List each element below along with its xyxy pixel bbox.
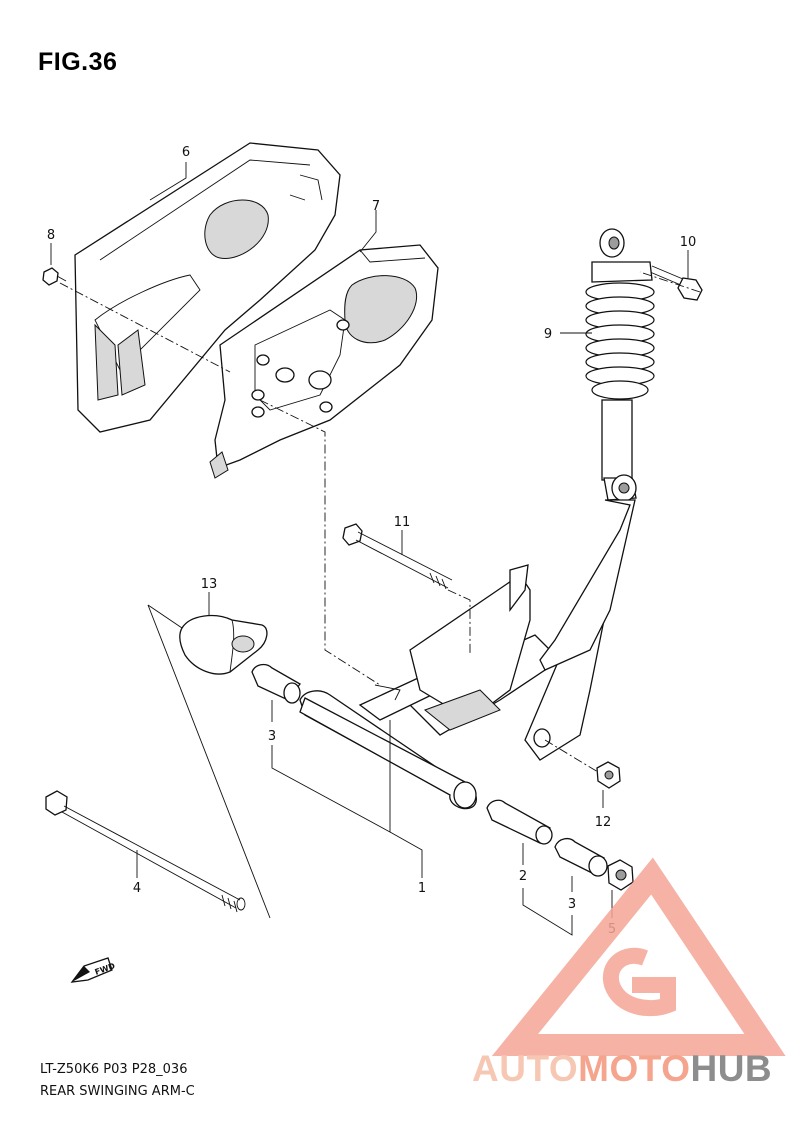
- chain-case-inner-plate: [209, 244, 439, 479]
- callout-6: 6: [182, 145, 190, 160]
- bushing-right: [554, 837, 608, 877]
- callout-3-left: 3: [268, 729, 276, 744]
- callout-11: 11: [394, 515, 411, 530]
- figure-name: REAR SWINGING ARM-C: [40, 1084, 195, 1099]
- chain-cover-outer: [74, 142, 341, 433]
- shock-mount-bolt: [649, 265, 703, 301]
- leader-lines: [50, 162, 689, 936]
- center-lines: [59, 271, 701, 773]
- callout-2: 2: [519, 869, 527, 884]
- callout-12: 12: [595, 815, 612, 830]
- callout-13: 13: [201, 577, 218, 592]
- watermark-moto: MOTO: [578, 1048, 691, 1089]
- callout-9: 9: [544, 327, 552, 342]
- figure-title: FIG.36: [38, 48, 118, 76]
- forward-direction-arrow: FWD: [70, 957, 117, 983]
- callout-8: 8: [47, 228, 55, 243]
- pivot-bolt: [45, 790, 246, 913]
- bolt-small: [42, 267, 67, 286]
- nut-12: [596, 761, 621, 789]
- swing-arm: [299, 499, 636, 810]
- watermark-hub: HUB: [690, 1048, 773, 1089]
- spring-coil: [591, 380, 649, 400]
- figure-code: LT-Z50K6 P03 P28_036: [40, 1062, 188, 1077]
- callout-3-right: 3: [568, 897, 576, 912]
- watermark-auto: AUTO: [472, 1048, 579, 1089]
- nut-5: [607, 859, 634, 891]
- callout-4: 4: [133, 881, 141, 896]
- callout-7: 7: [372, 199, 380, 214]
- watermark-logo: [491, 857, 786, 1056]
- bushing-left: [251, 663, 301, 704]
- long-bolt-11: [342, 523, 453, 590]
- callout-1: 1: [418, 881, 426, 896]
- spacer-sleeve: [486, 799, 553, 845]
- shock-absorber: [585, 228, 655, 502]
- callout-10: 10: [680, 235, 697, 250]
- chain-slider: [179, 614, 268, 675]
- watermark-text: AUTOMOTOHUB: [472, 1048, 772, 1090]
